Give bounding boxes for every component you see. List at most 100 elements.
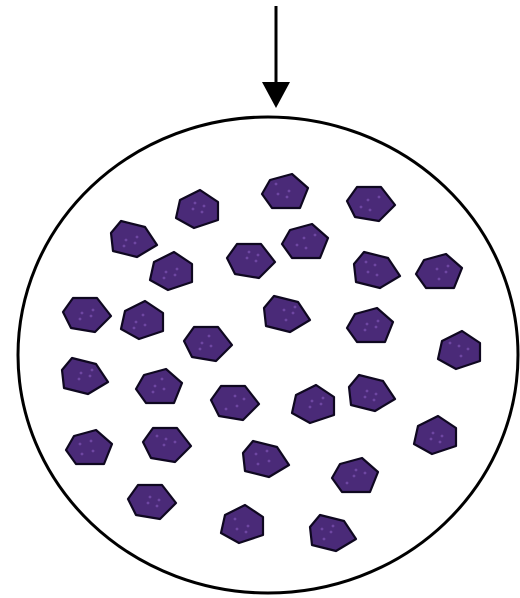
- particle-texture-speckle: [91, 369, 94, 372]
- particle-texture-speckle: [210, 345, 213, 348]
- particle-texture-speckle: [375, 326, 378, 329]
- particle-texture-speckle: [78, 378, 81, 381]
- particle-texture-speckle: [353, 475, 356, 478]
- particle-texture-speckle: [163, 277, 166, 280]
- particle-texture-speckle: [225, 408, 228, 411]
- particle-texture-speckle: [438, 278, 441, 281]
- particle-texture-speckle: [161, 378, 164, 381]
- particle-texture-speckle: [268, 460, 271, 463]
- particle-texture-speckle: [245, 531, 248, 534]
- particle-texture-speckle: [248, 251, 251, 254]
- particle-texture-speckle: [296, 244, 299, 247]
- particle-texture-speckle: [144, 324, 147, 327]
- particle-texture-speckle: [90, 440, 93, 443]
- particle-texture-speckle: [369, 209, 372, 212]
- particle-texture-speckle: [266, 450, 269, 453]
- particle-texture-speckle: [366, 323, 369, 326]
- down-arrow: [262, 6, 290, 108]
- particle-texture-speckle: [277, 193, 280, 196]
- particle-texture-speckle: [441, 435, 444, 438]
- particle-texture-speckle: [458, 345, 461, 348]
- particle-texture-speckle: [246, 257, 249, 260]
- particle-texture-speckle: [305, 247, 308, 250]
- particle-texture-speckle: [174, 274, 177, 277]
- particle-texture-speckle: [314, 234, 317, 237]
- particle-texture-speckle: [445, 271, 448, 274]
- particle-texture-speckle: [80, 372, 83, 375]
- particle-texture-speckle: [81, 453, 84, 456]
- particle-texture-speckle: [375, 393, 378, 396]
- particle-texture-speckle: [320, 403, 323, 406]
- particle-texture-speckle: [234, 395, 237, 398]
- particle-texture-speckle: [165, 438, 168, 441]
- particle-texture-speckle: [288, 190, 291, 193]
- particle-texture-speckle: [365, 261, 368, 264]
- particle-texture-speckle: [447, 265, 450, 268]
- particle-texture-speckle: [236, 405, 239, 408]
- particle-texture-speckle: [247, 525, 250, 528]
- particle-texture-speckle: [294, 306, 297, 309]
- particle-texture-speckle: [257, 463, 260, 466]
- particle-texture-speckle: [367, 199, 370, 202]
- particle-texture-speckle: [366, 390, 369, 393]
- particle-texture-speckle: [285, 319, 288, 322]
- particle-texture-speckle: [432, 432, 435, 435]
- particle-texture-speckle: [283, 309, 286, 312]
- particle-texture-speckle: [330, 531, 333, 534]
- particle-texture-speckle: [194, 202, 197, 205]
- particle-texture-speckle: [90, 315, 93, 318]
- particle-texture-speckle: [255, 453, 258, 456]
- particle-texture-speckle: [92, 450, 95, 453]
- particle-texture-speckle: [142, 314, 145, 317]
- particle-texture-speckle: [201, 342, 204, 345]
- particle-texture-speckle: [436, 268, 439, 271]
- particle-texture-speckle: [154, 385, 157, 388]
- particle-texture-speckle: [79, 318, 82, 321]
- particle-texture-speckle: [376, 274, 379, 277]
- particle-texture-speckle: [192, 208, 195, 211]
- particle-texture-speckle: [147, 502, 150, 505]
- particle-texture-speckle: [355, 469, 358, 472]
- particle-texture-speckle: [374, 264, 377, 267]
- particle-texture-speckle: [163, 388, 166, 391]
- particle-texture-speckle: [360, 206, 363, 209]
- arrow-head: [262, 82, 290, 108]
- particle-texture-speckle: [158, 499, 161, 502]
- particle-texture-speckle: [373, 399, 376, 402]
- particle-texture-speckle: [439, 441, 442, 444]
- particle-texture-speckle: [199, 348, 202, 351]
- particle-texture-speckle: [364, 396, 367, 399]
- particle-texture-speckle: [152, 391, 155, 394]
- particle-texture-speckle: [165, 271, 168, 274]
- particle-texture-speckle: [255, 260, 258, 263]
- particle-texture-speckle: [332, 525, 335, 528]
- particle-texture-speckle: [275, 183, 278, 186]
- particle-texture-speckle: [286, 196, 289, 199]
- particle-texture-speckle: [449, 342, 452, 345]
- particle-texture-speckle: [149, 496, 152, 499]
- particle-texture-speckle: [208, 335, 211, 338]
- particle-texture-speckle: [364, 329, 367, 332]
- particle-texture-speckle: [430, 438, 433, 441]
- particle-texture-speckle: [323, 538, 326, 541]
- particle-texture-speckle: [292, 312, 295, 315]
- particle-texture-speckle: [156, 505, 159, 508]
- particle-texture-speckle: [156, 435, 159, 438]
- particle-texture-speckle: [136, 236, 139, 239]
- particle-texture-speckle: [135, 321, 138, 324]
- particle-texture-speckle: [176, 268, 179, 271]
- particle-texture-speckle: [311, 400, 314, 403]
- particle-texture-speckle: [92, 309, 95, 312]
- particle-texture-speckle: [321, 528, 324, 531]
- particle-texture-speckle: [467, 348, 470, 351]
- particle-texture-speckle: [257, 254, 260, 257]
- particle-texture-speckle: [81, 312, 84, 315]
- particle-texture-speckle: [367, 271, 370, 274]
- particle-texture-speckle: [123, 245, 126, 248]
- particle-texture-speckle: [79, 443, 82, 446]
- particle-texture-speckle: [236, 528, 239, 531]
- particle-texture-speckle: [174, 441, 177, 444]
- particle-texture-speckle: [378, 196, 381, 199]
- particle-texture-speckle: [201, 211, 204, 214]
